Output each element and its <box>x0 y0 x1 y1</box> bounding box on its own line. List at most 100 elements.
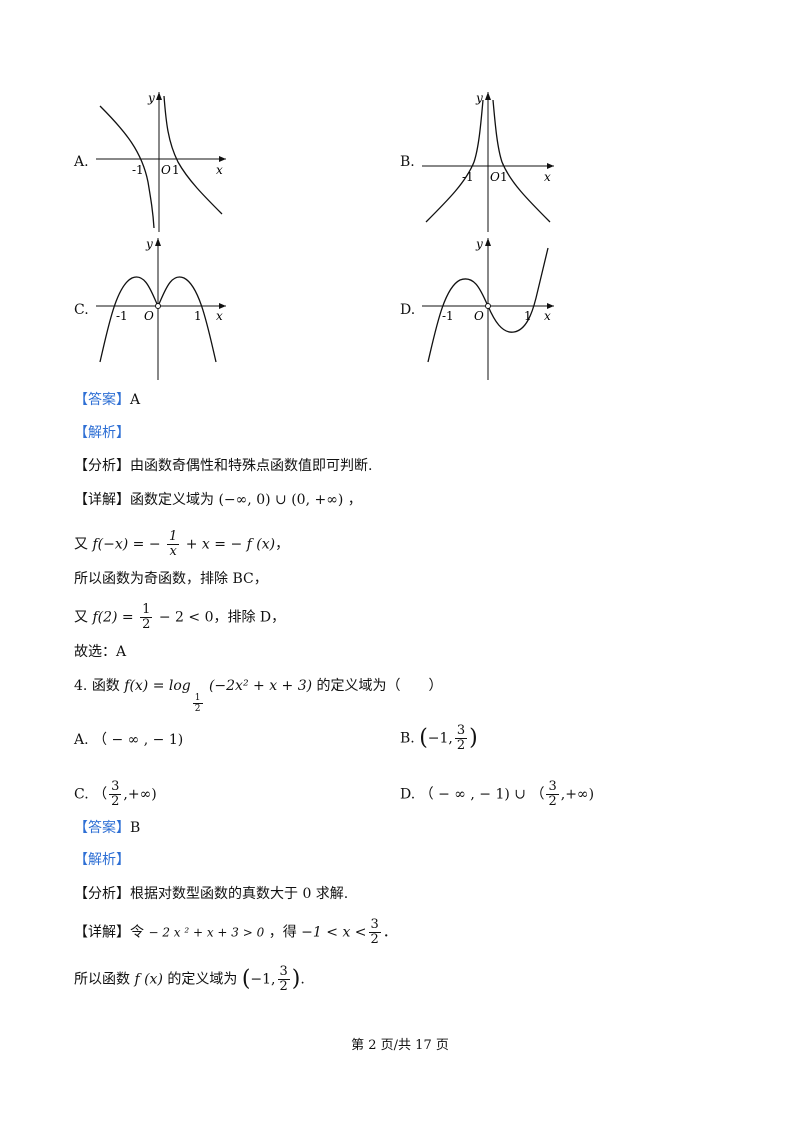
answer-tag: 【答案】 <box>74 392 130 408</box>
d-origin: O <box>474 309 484 323</box>
f-neg-x: f(−x) = − <box>92 536 161 553</box>
f-2: f(2) = <box>92 609 134 626</box>
q4-option-a: A. （ − ∞ , − 1) <box>74 730 183 750</box>
final-mid: 的定义域为 <box>167 971 238 988</box>
res-den: 2 <box>370 932 379 947</box>
q3-choose: 故选：A <box>74 644 127 660</box>
a-x: x <box>216 163 223 177</box>
b-neg1: -1 <box>462 170 474 184</box>
period: ． <box>382 924 397 941</box>
q4-answer-value: B <box>130 820 141 836</box>
opt-b-letter: B. <box>400 730 415 747</box>
odd-conclusion: 所以函数为奇函数，排除 BC， <box>74 571 268 587</box>
d-x: x <box>544 309 551 323</box>
fenxi-text: 由函数奇偶性和特殊点函数值即可判断. <box>130 458 373 474</box>
q4-func: f(x) = log <box>124 678 191 694</box>
option-b-label: B. <box>400 154 415 170</box>
c-x: x <box>216 309 223 323</box>
opt-d-post: ,+∞) <box>560 786 595 803</box>
opt-c-den: 2 <box>111 794 120 809</box>
option-b-graph: -1 O 1 x y <box>422 92 554 232</box>
detail-text: 函数定义域为 <box>130 492 214 508</box>
a-neg1: -1 <box>132 163 144 177</box>
c-origin: O <box>144 309 154 323</box>
frac1-num: 1 <box>167 529 180 545</box>
frac2-den: 2 <box>142 617 151 632</box>
b-x: x <box>544 170 551 184</box>
exclude-d: ，排除 D， <box>213 609 286 626</box>
final-den: 2 <box>279 979 288 994</box>
option-d-graph: -1 O 1 x y <box>422 238 554 380</box>
option-c-graph: -1 O 1 x y <box>96 238 226 380</box>
q4-stem-pre: 函数 <box>91 678 120 694</box>
final-fx: f (x) <box>134 971 163 988</box>
d-neg1: -1 <box>442 309 454 323</box>
option-d-label: D. <box>400 302 416 318</box>
q3-detail-line: 【详解】函数定义域为 (−∞, 0) ∪ (0, +∞) ， <box>74 492 362 508</box>
b-y: y <box>475 92 483 105</box>
fenxi-tag: 【分析】 <box>74 458 130 474</box>
opt-c-letter: C. <box>74 786 89 803</box>
d-one: 1 <box>524 309 532 323</box>
opt-b-num: 3 <box>454 723 468 739</box>
q4-stem-post: 的定义域为（ ） <box>316 678 443 694</box>
you-2: 又 <box>74 609 88 626</box>
final-inner: −1, <box>250 971 276 988</box>
q4-analysis-tag: 【解析】 <box>74 852 130 868</box>
c-neg1: -1 <box>116 309 128 323</box>
frac2-num: 1 <box>140 602 153 618</box>
domain-expr: (−∞, 0) ∪ (0, +∞) <box>218 492 344 508</box>
d-y: y <box>475 238 483 251</box>
opt-b-pre: −1, <box>427 730 453 747</box>
q4-fenxi-line: 【分析】根据对数型函数的真数大于 0 求解. <box>74 884 348 904</box>
final-pre: 所以函数 <box>74 971 130 988</box>
a-origin: O <box>161 163 171 177</box>
opt-d-num: 3 <box>546 779 559 795</box>
detail-tag: 【详解】 <box>74 492 130 508</box>
q4-fenxi-text: 根据对数型函数的真数大于 0 求解. <box>130 886 349 902</box>
c-y: y <box>145 238 153 251</box>
page-footer: 第 2 页/共 17 页 <box>351 1038 449 1053</box>
q3-fenxi-line: 【分析】由函数奇偶性和特殊点函数值即可判断. <box>74 456 372 476</box>
opt-d-letter: D. <box>400 786 416 803</box>
q4-inequality: − 2 x ² + x + 3 > 0 <box>148 925 265 940</box>
opt-c-post: ,+∞) <box>123 786 157 803</box>
opt-a-letter: A. <box>74 732 89 748</box>
you-1: 又 <box>74 536 88 553</box>
option-a-label: A. <box>74 154 89 170</box>
option-a-graph: -1 O 1 x y <box>96 92 226 232</box>
f2-rest: − 2 < 0 <box>158 609 214 626</box>
option-c-label: C. <box>74 302 89 318</box>
q4-answer-tag: 【答案】 <box>74 820 130 836</box>
comma-1: ， <box>275 536 290 553</box>
q4-fenxi-tag: 【分析】 <box>74 886 130 902</box>
f-neg-rest: + x = − f (x) <box>185 536 276 553</box>
b-origin: O <box>490 170 500 184</box>
log-base-den: 2 <box>194 704 201 714</box>
de: ，得 <box>268 924 297 941</box>
q4-func-arg: (−2x² + x + 3) <box>208 678 313 694</box>
log-base-num: 1 <box>192 693 203 704</box>
c-one: 1 <box>194 309 202 323</box>
opt-b-den: 2 <box>456 738 466 753</box>
q4-answer-line: 【答案】B <box>74 818 140 838</box>
q4-number: 4. <box>74 678 88 694</box>
q3-answer-line: 【答案】A <box>74 390 140 410</box>
final-num: 3 <box>277 964 290 980</box>
ling: 令 <box>130 924 144 941</box>
opt-a-value: （ − ∞ , − 1) <box>93 732 184 748</box>
q4-detail-tag: 【详解】 <box>74 924 130 941</box>
opt-d-den: 2 <box>548 794 557 809</box>
analysis-tag: 【解析】 <box>74 425 130 441</box>
opt-d-pre: （ − ∞ , − 1) ∪ （ <box>419 786 545 803</box>
res-num: 3 <box>368 917 381 933</box>
b-one: 1 <box>500 170 508 184</box>
opt-c-num: 3 <box>109 779 122 795</box>
